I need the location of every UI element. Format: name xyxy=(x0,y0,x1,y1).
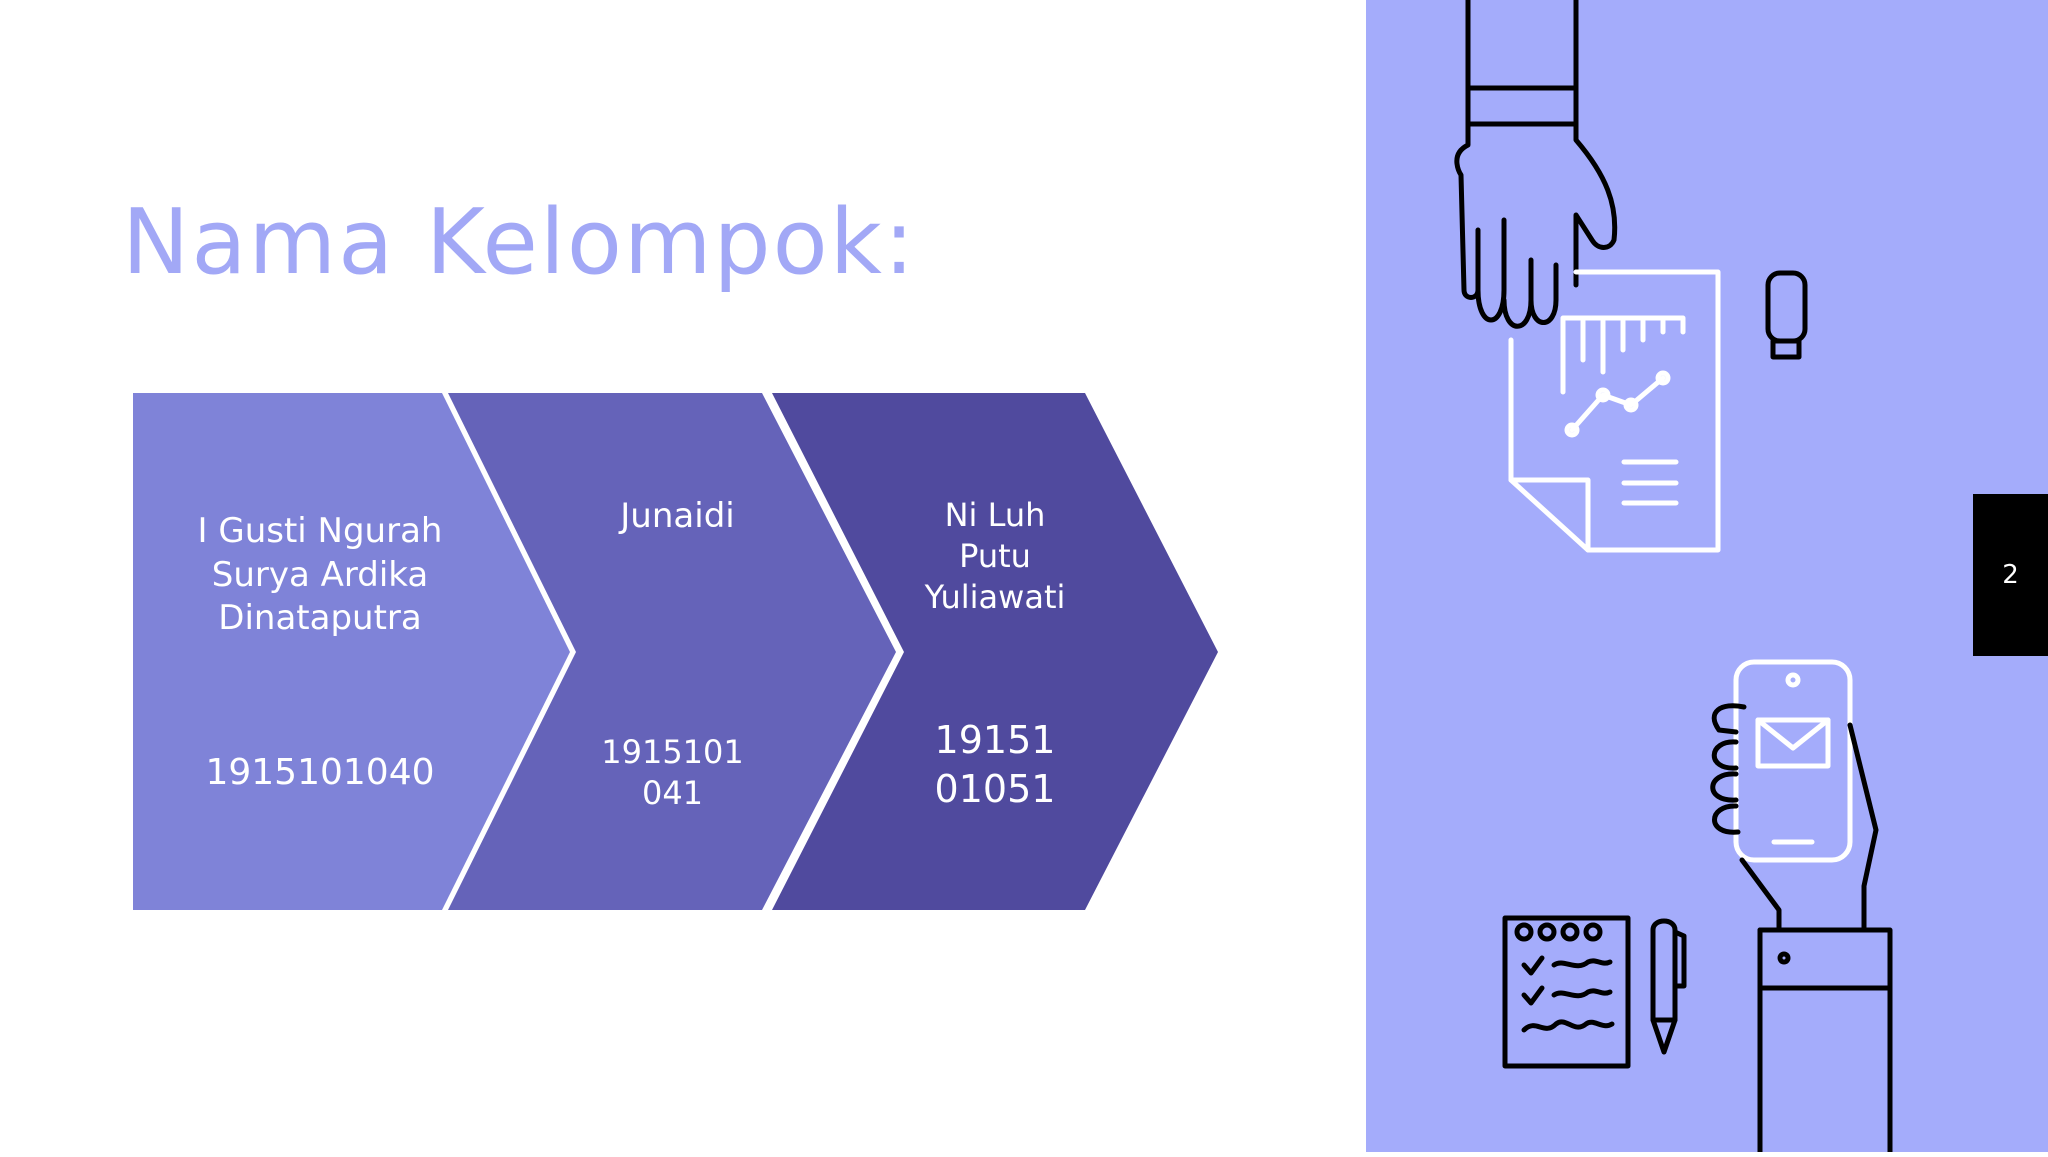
page-number-tab: 2 xyxy=(1973,494,2048,656)
notepad-checklist-icon xyxy=(1502,915,1631,1069)
phone-mail-icon xyxy=(1710,659,1893,1155)
member-1-nim: 1915101040 xyxy=(205,752,435,793)
illustration-panel xyxy=(1366,0,2048,1155)
chevron-3 xyxy=(772,393,1218,910)
member-2-nim: 1915101041 xyxy=(601,733,744,812)
hand-icon xyxy=(1454,0,1618,329)
chevron-1 xyxy=(133,393,570,910)
member-3-nim: 1915101051 xyxy=(934,718,1056,811)
page-number: 2 xyxy=(2002,560,2019,590)
usb-drive-icon xyxy=(1765,270,1808,360)
slide-title: Nama Kelompok: xyxy=(122,190,917,295)
member-2-name: Junaidi xyxy=(620,496,735,536)
pen-icon xyxy=(1650,918,1687,1055)
chevron-2 xyxy=(448,393,896,910)
member-3-name: Ni Luh Putu Yuliawati xyxy=(924,496,1066,616)
document-chart-icon xyxy=(1508,269,1721,553)
chevron-process xyxy=(133,393,1218,910)
member-1-name: I Gusti Ngurah Surya Ardika Dinataputra xyxy=(197,511,443,639)
